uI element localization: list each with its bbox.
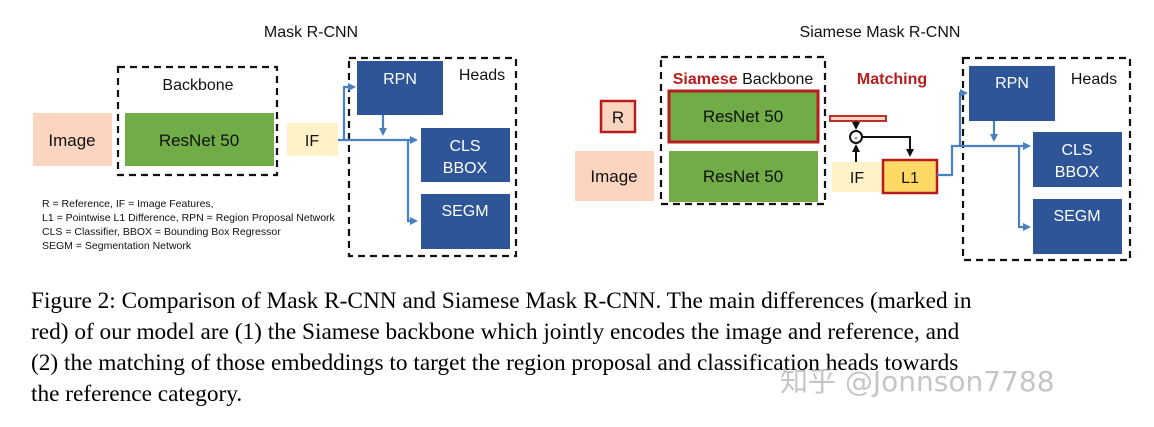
right-segm-box (1033, 199, 1122, 254)
left-if-label: IF (305, 133, 319, 150)
left-bbox-label: BBOX (443, 160, 488, 177)
left-rpn-label: RPN (383, 71, 417, 88)
right-cls-bbox-box (1033, 132, 1122, 187)
left-if-to-rpn-arrow (342, 83, 356, 140)
left-if-box (287, 123, 338, 156)
legend-line: L1 = Pointwise L1 Difference, RPN = Regi… (42, 212, 336, 224)
left-backbone-label: Backbone (162, 77, 233, 94)
right-to-rpn-arrow (958, 89, 968, 146)
mask-rcnn-diagram: Mask R-CNN Backbone Image ResNet 50 IF H… (33, 24, 518, 258)
left-title: Mask R-CNN (264, 24, 358, 41)
caption-line: red) of our model are (1) the Siamese ba… (31, 319, 960, 345)
right-connectors (937, 89, 1031, 231)
right-segm-label: SEGM (1053, 208, 1100, 225)
backbone-word: Backbone (738, 71, 814, 88)
reference-embedding-bar (829, 115, 887, 122)
difference-operator (849, 130, 863, 144)
right-to-segm-arrow (1017, 146, 1031, 231)
right-resnet-bottom-box (669, 151, 818, 202)
right-rpn-box (969, 66, 1055, 121)
left-image-box (33, 113, 112, 166)
diff-to-l1-arrow (862, 136, 914, 157)
difference-operator-label: - (854, 132, 858, 144)
right-image-label: Image (590, 167, 637, 186)
legend-line: R = Reference, IF = Image Features, (42, 198, 214, 210)
left-to-segm-arrow (406, 140, 418, 225)
right-heads-label: Heads (1071, 71, 1117, 88)
caption-line: (2) the matching of those embeddings to … (31, 350, 959, 376)
l1-label: L1 (901, 170, 919, 187)
left-heads-frame (347, 56, 518, 258)
caption-line: the reference category. (31, 381, 243, 407)
legend-line: SEGM = Segmentation Network (42, 240, 192, 252)
legend-line: CLS = Classifier, BBOX = Bounding Box Re… (42, 226, 281, 238)
left-resnet-box (125, 113, 274, 166)
l1-to-heads-line (937, 142, 1031, 177)
l1-box (881, 158, 939, 195)
reference-label: R (612, 108, 624, 127)
right-title: Siamese Mask R-CNN (800, 24, 961, 41)
left-resnet-label: ResNet 50 (159, 131, 239, 150)
right-resnet-top-box (667, 89, 820, 144)
left-heads-label: Heads (459, 67, 505, 84)
matching-connectors (852, 121, 914, 162)
reference-box (599, 99, 637, 134)
left-cls-label: CLS (449, 138, 480, 155)
figure-caption: Figure 2: Comparison of Mask R-CNN and S… (31, 286, 1131, 410)
legend: R = Reference, IF = Image Features, L1 =… (42, 198, 336, 252)
left-segm-box (421, 194, 510, 249)
watermark: 知乎 @Jonnson7788 (780, 365, 1055, 398)
architecture-diagram: Mask R-CNN Backbone Image ResNet 50 IF H… (33, 24, 1132, 262)
right-image-box (575, 151, 654, 201)
right-if-label: IF (850, 170, 864, 187)
right-resnet-top-label: ResNet 50 (703, 107, 783, 126)
left-image-label: Image (48, 131, 95, 150)
right-heads-frame (961, 56, 1132, 262)
right-cls-label: CLS (1061, 142, 1092, 159)
right-resnet-bottom-label: ResNet 50 (703, 167, 783, 186)
matching-label: Matching (857, 71, 927, 88)
left-rpn-box (357, 61, 443, 115)
right-rpn-label: RPN (995, 75, 1029, 92)
siamese-mask-rcnn-diagram: Siamese Mask R-CNN Siamese Backbone Matc… (575, 24, 1132, 262)
left-connectors (338, 83, 418, 225)
left-cls-bbox-box (421, 128, 510, 182)
left-backbone-frame (116, 65, 279, 177)
right-bbox-label: BBOX (1055, 164, 1100, 181)
right-if-box (832, 162, 882, 192)
siamese-word: Siamese (673, 71, 738, 88)
caption-line: Figure 2: Comparison of Mask R-CNN and S… (31, 288, 972, 314)
right-backbone-label: Siamese Backbone (673, 71, 814, 88)
left-segm-label: SEGM (441, 203, 488, 220)
